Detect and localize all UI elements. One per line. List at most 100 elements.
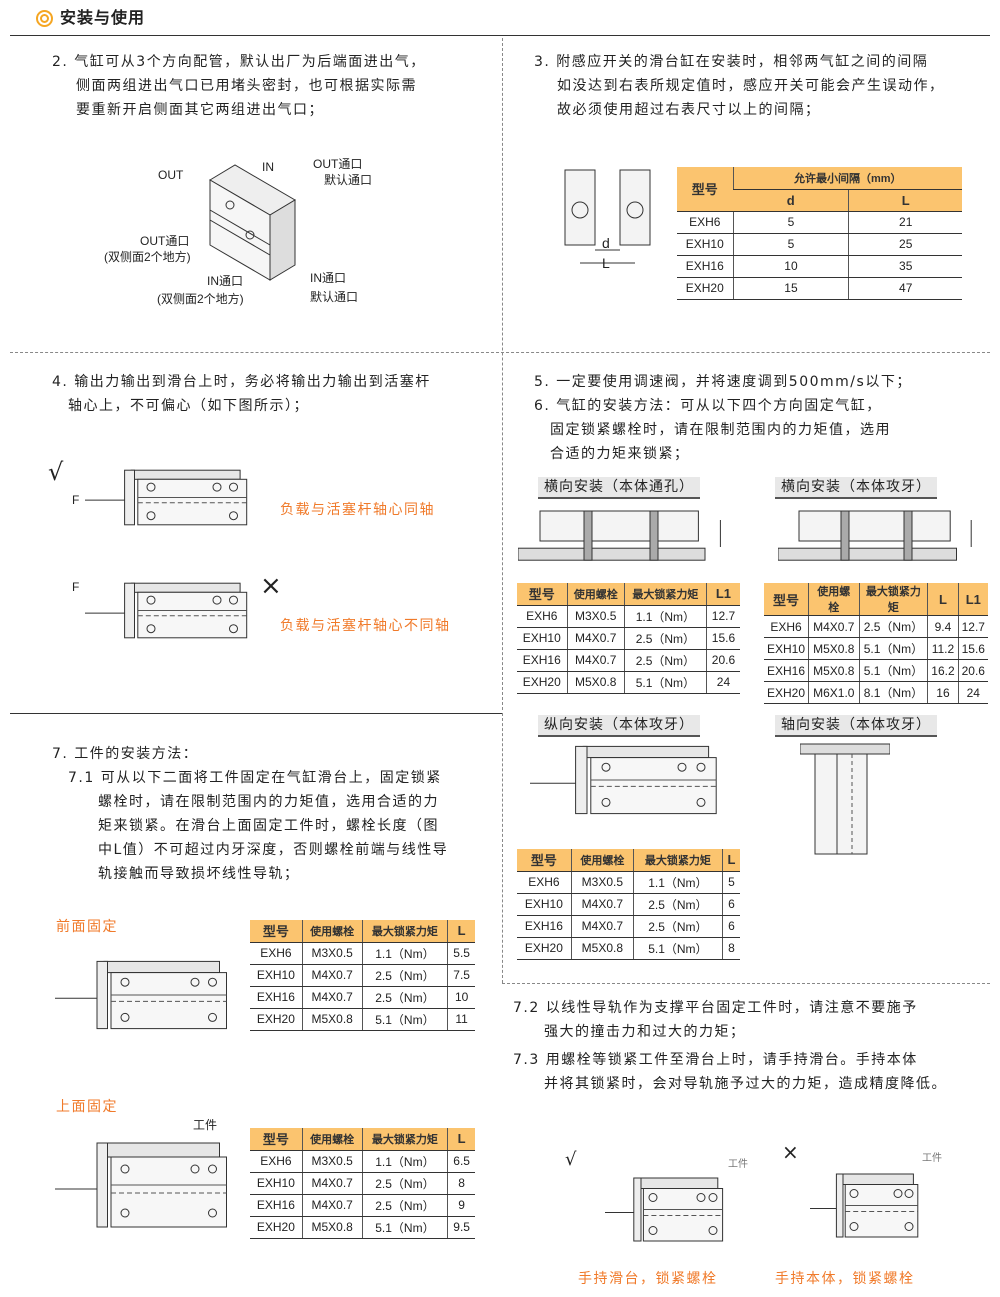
table-cell: M4X0.7 bbox=[808, 615, 860, 638]
s3-line: 如没达到右表所规定值时，感应开关可能会产生误动作， bbox=[557, 78, 945, 94]
table-cell: 12.7 bbox=[705, 605, 740, 628]
table-cell: EXH6 bbox=[764, 615, 809, 638]
s5-line: 5. 一定要使用调速阀，并将速度调到500mm/s以下； bbox=[534, 374, 912, 390]
label: OUT通口 bbox=[140, 234, 190, 248]
diagram-shape bbox=[649, 510, 659, 561]
table-cell: 16.2 bbox=[927, 659, 959, 682]
table-cell: M4X0.7 bbox=[570, 915, 634, 938]
hold-body-caption: 手持本体，锁紧螺栓 bbox=[775, 1271, 915, 1287]
table-cell: 20.6 bbox=[957, 659, 988, 682]
diagram-shape bbox=[633, 1177, 642, 1242]
cross-mark: × bbox=[782, 1140, 801, 1164]
table-cell: EXH10 bbox=[250, 1172, 303, 1195]
cylinder-coaxial-diagram bbox=[85, 469, 248, 526]
table-cell: EXH16 bbox=[517, 915, 572, 938]
diagram-shape bbox=[582, 745, 710, 759]
s7-line: 7.1 可从以下二面将工件固定在气缸滑台上，固定锁紧 bbox=[68, 770, 442, 786]
table-header: 使用螺栓 bbox=[570, 849, 634, 872]
table-cell: 2.5（Nm） bbox=[361, 964, 448, 987]
divider bbox=[10, 713, 502, 714]
s2-line: 要重新开启侧面其它两组进出气口； bbox=[76, 102, 324, 118]
check-mark: √ bbox=[565, 1149, 578, 1170]
table-header: 使用螺栓 bbox=[808, 583, 860, 616]
divider bbox=[502, 38, 503, 710]
table-cell: 2.5（Nm） bbox=[361, 986, 448, 1009]
table-cell: 20.6 bbox=[705, 649, 740, 672]
table-cell: 2.5（Nm） bbox=[858, 615, 928, 638]
table-cell: M4X0.7 bbox=[566, 627, 625, 650]
table-cell: 6 bbox=[721, 915, 740, 938]
horizontal-through-hole-diagram bbox=[518, 510, 721, 561]
diagram-shape bbox=[708, 1226, 718, 1235]
spacing-diagram bbox=[564, 169, 651, 264]
s2-line: 2. 气缸可从3个方向配管，默认出厂为后端面进出气， bbox=[52, 54, 426, 70]
diagram-shape bbox=[208, 1164, 217, 1174]
label: IN通口 bbox=[310, 271, 347, 285]
table-cell: EXH16 bbox=[764, 659, 809, 682]
table-cell: 12.7 bbox=[957, 615, 988, 638]
table-cell: EXH20 bbox=[250, 1216, 303, 1239]
diagram-shape bbox=[798, 510, 951, 542]
table-cell: 2.5（Nm） bbox=[632, 915, 723, 938]
table-cell: EXH10 bbox=[764, 637, 809, 660]
table-cell: M3X0.5 bbox=[301, 1150, 363, 1173]
diagram-shape bbox=[124, 469, 135, 526]
diagram-shape bbox=[638, 1177, 719, 1189]
table-header: 型号 bbox=[764, 583, 809, 616]
diagram-shape bbox=[208, 977, 217, 987]
table-cell: 2.5（Nm） bbox=[623, 627, 707, 650]
s7-line: 轨接触而导致损坏线性导轨； bbox=[98, 866, 300, 882]
table-cell: M4X0.7 bbox=[301, 986, 363, 1009]
diagram-shape bbox=[212, 595, 222, 605]
table-cell: EXH10 bbox=[517, 627, 568, 650]
diagram-shape bbox=[208, 1208, 217, 1218]
table-cell: M4X0.7 bbox=[301, 1172, 363, 1195]
top-fix-diagram bbox=[55, 1142, 227, 1228]
table-cell: M5X0.8 bbox=[808, 637, 860, 660]
table-cell: M4X0.7 bbox=[301, 964, 363, 987]
diagram-shape bbox=[904, 1189, 914, 1198]
table-header: L1 bbox=[705, 583, 740, 606]
table-header: 最大锁紧力矩 bbox=[361, 920, 448, 943]
table-cell: 5.1（Nm） bbox=[361, 1008, 448, 1031]
table-cell: EXH16 bbox=[517, 649, 568, 672]
diagram-shape bbox=[575, 745, 588, 815]
diagram-shape bbox=[590, 757, 717, 815]
s7-line: 螺栓时，请在限制范围内的力矩值，选用合适的力 bbox=[98, 794, 439, 810]
table-cell: 1.1（Nm） bbox=[632, 871, 723, 894]
header-model: 型号 bbox=[677, 167, 733, 212]
diagram-shape bbox=[903, 510, 913, 561]
table-cell: 9.4 bbox=[927, 615, 959, 638]
label: (双侧面2个地方) bbox=[157, 292, 244, 306]
table-cell: EXH20 bbox=[764, 681, 809, 704]
table-cell: EXH6 bbox=[250, 942, 303, 965]
s72-line: 7.2 以线性导轨作为支撑平台固定工件时，请注意不要施予 bbox=[513, 1000, 918, 1016]
diagram-shape bbox=[849, 1222, 859, 1231]
top-fix-title: 上面固定 bbox=[56, 1099, 118, 1115]
label-in: IN bbox=[262, 160, 274, 174]
diagram-shape bbox=[696, 1193, 706, 1202]
table-cell: EXH6 bbox=[677, 211, 733, 234]
header-divider bbox=[10, 35, 990, 36]
table-header: 最大锁紧力矩 bbox=[858, 583, 928, 616]
table-cell: EXH6 bbox=[517, 605, 568, 628]
table-cell: 6.5 bbox=[447, 1150, 475, 1173]
diagram-shape bbox=[137, 591, 248, 639]
divider bbox=[502, 713, 503, 983]
table-cell: 5.5 bbox=[447, 942, 475, 965]
label: (双侧面2个地方) bbox=[104, 250, 191, 264]
diagram-shape bbox=[190, 977, 200, 987]
diagram-shape bbox=[146, 482, 156, 492]
header-min-spacing: 允许最小间隔（mm） bbox=[732, 167, 962, 190]
diagram-shape bbox=[601, 762, 611, 772]
